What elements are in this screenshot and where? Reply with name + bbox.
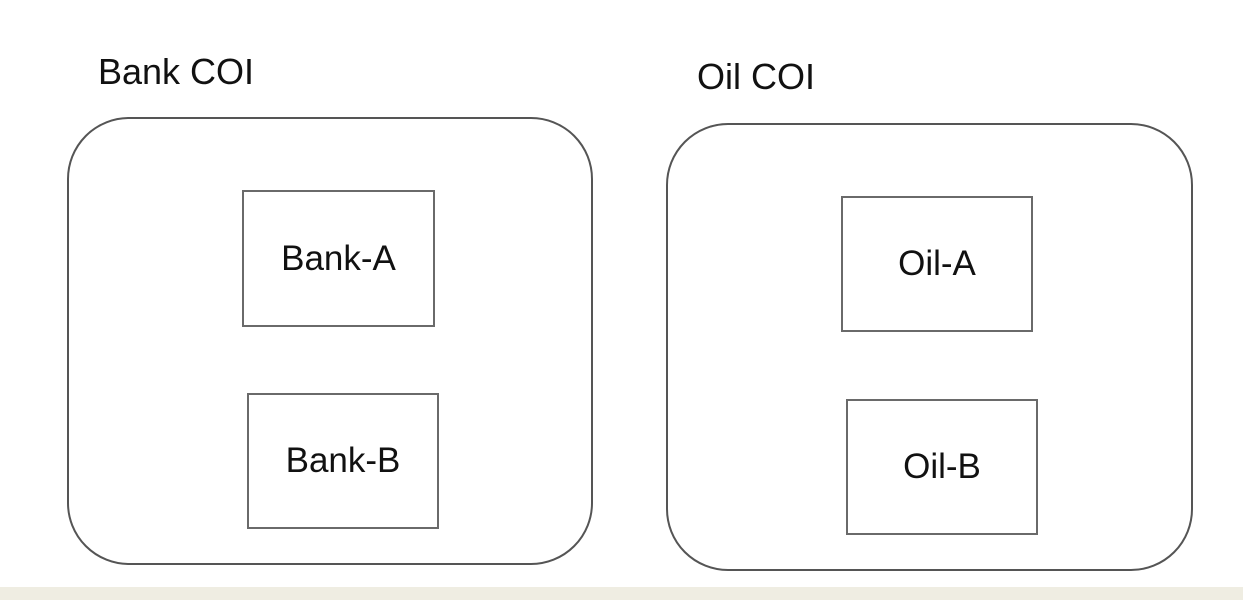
footer-band [0, 587, 1243, 600]
oil-coi-title: Oil COI [697, 56, 816, 97]
bank-coi-title: Bank COI [98, 51, 255, 92]
bank-a-node: Bank-A [242, 190, 435, 327]
oil-b-node: Oil-B [846, 399, 1038, 535]
oil-coi-group [666, 123, 1193, 571]
bank-coi-group [67, 117, 593, 565]
oil-a-node: Oil-A [841, 196, 1033, 332]
bank-b-node: Bank-B [247, 393, 439, 529]
